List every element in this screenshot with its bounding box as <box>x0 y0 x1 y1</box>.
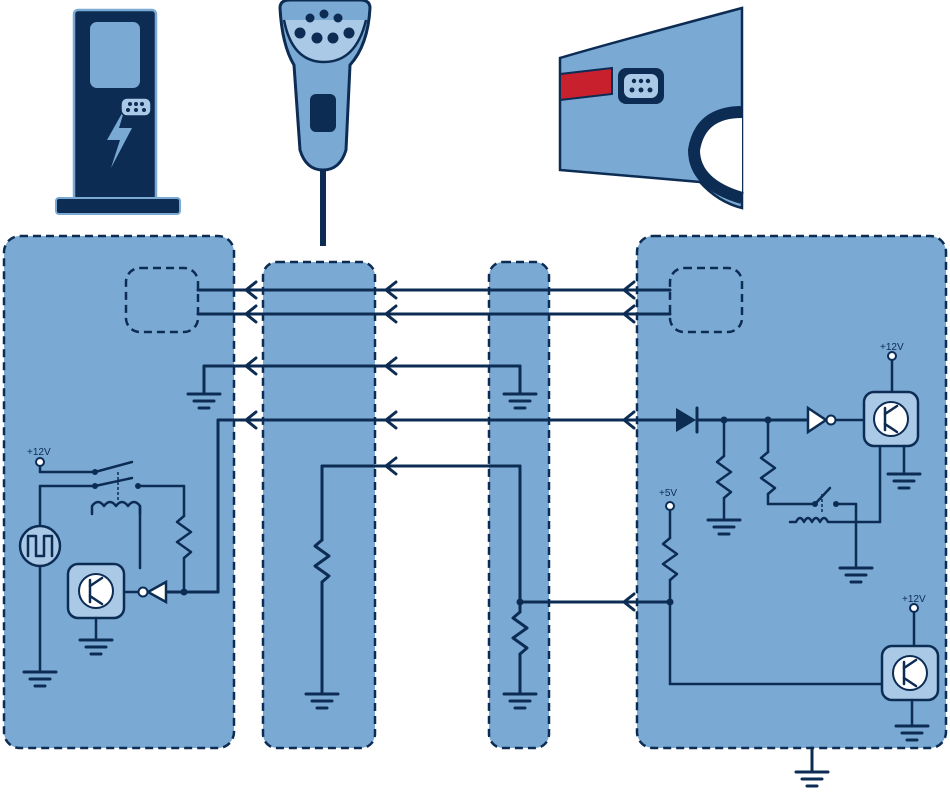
vehicle-12v-label-bottom: +12V <box>902 594 926 605</box>
vehicle-panel <box>635 234 948 750</box>
charging-station-icon <box>55 8 181 215</box>
vehicle-power-connector <box>668 266 744 334</box>
vehicle-inlet-icon <box>618 68 664 104</box>
evse-circuit: +12V <box>18 447 193 688</box>
charging-plug-icon <box>278 0 372 246</box>
power-line-2 <box>196 304 672 324</box>
vehicle-transistor-bottom-icon <box>880 644 940 702</box>
vehicle-12v-label-top: +12V <box>880 342 904 353</box>
evse-12v-label: +12V <box>27 447 51 458</box>
control-pilot-line <box>160 410 678 594</box>
proximity-line <box>304 456 672 710</box>
pwm-generator-icon <box>18 524 62 568</box>
vehicle-transistor-top-icon <box>862 390 920 448</box>
vehicle-rear-icon <box>558 6 744 210</box>
vehicle-buffer-icon <box>806 405 837 435</box>
cable-panel <box>261 260 377 750</box>
evse-panel <box>2 234 236 750</box>
evse-transistor-icon <box>66 562 126 620</box>
protective-earth-line <box>186 356 538 410</box>
station-socket-icon <box>120 97 152 117</box>
vehicle-circuit: +12V +5V +12V <box>659 342 940 742</box>
evse-power-connector <box>124 266 200 334</box>
vehicle-5v-label: +5V <box>659 488 677 499</box>
chassis-ground-icon <box>794 746 830 788</box>
power-line-1 <box>196 280 672 300</box>
